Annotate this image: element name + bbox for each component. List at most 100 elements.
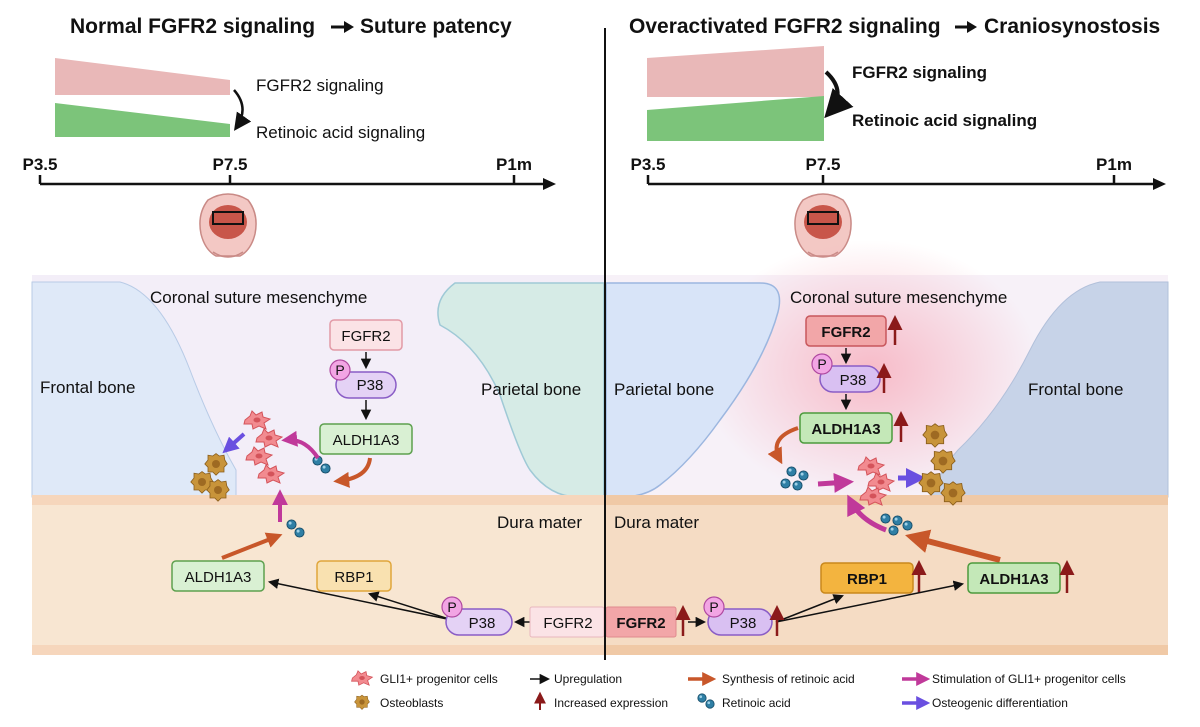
left-aldh1a3-box bbox=[319, 423, 413, 455]
left-title-arrow bbox=[331, 21, 354, 33]
left-p38-to-rbp1-arrow bbox=[367, 591, 453, 621]
left-mes-stimulation-arrow bbox=[281, 430, 320, 460]
right-dura-p38-box bbox=[707, 608, 773, 636]
right-parietal-bone-label: Parietal bone bbox=[614, 380, 714, 399]
right-fgfr2-label: FGFR2 bbox=[821, 324, 870, 341]
right-dura-label: Dura mater bbox=[614, 513, 699, 532]
right-fgfr2-box bbox=[805, 315, 887, 347]
left-fgfr2-signal-bar bbox=[55, 58, 230, 95]
right-parietal-bone-shape bbox=[605, 282, 781, 498]
left-dura-p38-label: P38 bbox=[469, 615, 496, 632]
left-dura-p38-box bbox=[445, 608, 513, 636]
right-mes-synthesis-arrow bbox=[767, 426, 799, 465]
left-parietal-bone-shape bbox=[437, 282, 605, 498]
right-mes-stimulation-arrow bbox=[817, 472, 854, 493]
right-p38-box bbox=[819, 365, 881, 393]
left-frontal-bone-label: Frontal bone bbox=[40, 378, 135, 397]
legend-gli1-icon bbox=[351, 670, 373, 686]
right-title-b: Craniosynostosis bbox=[984, 15, 1160, 38]
left-p38-label: P38 bbox=[357, 377, 384, 394]
right-dura-p-label: P bbox=[709, 599, 718, 615]
left-dura-aldh1a3-label: ALDH1A3 bbox=[185, 569, 252, 586]
left-dura-phospho-badge bbox=[441, 596, 463, 618]
right-bottom-band bbox=[606, 645, 1168, 655]
legend-increased-label: Increased expression bbox=[554, 696, 668, 710]
right-dura-aldh1a3-label: ALDH1A3 bbox=[979, 571, 1048, 588]
right-ra-signaling-label: Retinoic acid signaling bbox=[852, 111, 1037, 130]
legend: GLI1+ progenitor cells Osteoblasts Upreg… bbox=[351, 670, 1126, 710]
left-p38-box bbox=[335, 371, 397, 399]
left-ra-signaling-label: Retinoic acid signaling bbox=[256, 123, 425, 142]
right-rbp1-label: RBP1 bbox=[847, 571, 887, 588]
left-osteogenic-arrow bbox=[222, 432, 246, 454]
left-fgfr2-label: FGFR2 bbox=[341, 328, 390, 345]
left-dura-p-label: P bbox=[447, 599, 456, 615]
left-tick-p1m: P1m bbox=[496, 155, 532, 174]
left-p38-to-aldh-dura-arrow bbox=[267, 578, 453, 621]
legend-synthesis-label: Synthesis of retinoic acid bbox=[722, 672, 855, 686]
right-fgfr2-signaling-label: FGFR2 signaling bbox=[852, 63, 987, 82]
right-bone-edge-band bbox=[606, 495, 1168, 505]
left-mesenchyme-label: Coronal suture mesenchyme bbox=[150, 288, 367, 307]
legend-osteoblasts-label: Osteoblasts bbox=[380, 696, 443, 710]
right-mesenchyme-label: Coronal suture mesenchyme bbox=[790, 288, 1007, 307]
right-panel: Overactivated FGFR2 signaling Craniosyno… bbox=[605, 15, 1169, 655]
right-frontal-bone-label: Frontal bone bbox=[1028, 380, 1123, 399]
left-skull-icon bbox=[199, 193, 257, 258]
right-p38-to-rbp1-arrow bbox=[775, 594, 844, 623]
left-bottom-band bbox=[32, 645, 604, 655]
right-aldh1a3-box bbox=[799, 412, 893, 444]
right-timeline bbox=[646, 175, 1166, 190]
right-dura-fgfr2-label: FGFR2 bbox=[616, 615, 665, 632]
left-panel: Normal FGFR2 signaling Suture patency FG… bbox=[23, 15, 605, 655]
right-dura-p38-label: P38 bbox=[730, 615, 757, 632]
right-frontal-bone-shape bbox=[929, 281, 1169, 498]
left-parietal-bone-label: Parietal bone bbox=[481, 380, 581, 399]
right-dura-phospho-badge bbox=[703, 596, 725, 618]
left-fgfr2-signaling-label: FGFR2 signaling bbox=[256, 76, 384, 95]
left-aldh1a3-label: ALDH1A3 bbox=[333, 432, 400, 449]
right-skull-icon bbox=[794, 193, 852, 258]
left-rbp1-label: RBP1 bbox=[334, 569, 373, 586]
left-dura-fgfr2-label: FGFR2 bbox=[543, 615, 592, 632]
left-bone-edge-band bbox=[32, 495, 604, 505]
left-phospho-badge bbox=[329, 359, 351, 381]
right-tick-p1m: P1m bbox=[1096, 155, 1132, 174]
left-title-a: Normal FGFR2 signaling bbox=[70, 15, 315, 38]
left-fgfr2-box bbox=[329, 319, 403, 351]
right-dura-synthesis-arrow bbox=[905, 529, 1001, 563]
left-p-label: P bbox=[335, 362, 344, 378]
left-rbp1-box bbox=[316, 560, 392, 592]
legend-osteoblast-icon bbox=[354, 694, 370, 710]
right-title-arrow bbox=[955, 21, 977, 33]
left-mes-synthesis-arrow bbox=[333, 457, 372, 488]
right-p38-label: P38 bbox=[840, 372, 867, 389]
right-dura-aldh1a3-box bbox=[967, 562, 1061, 594]
left-frontal-bone-shape bbox=[31, 281, 237, 498]
right-tick-p3-5: P3.5 bbox=[631, 155, 666, 174]
right-fgfr2-signal-bar bbox=[647, 46, 824, 97]
right-title-a: Overactivated FGFR2 signaling bbox=[629, 15, 941, 38]
legend-gli1-label: GLI1+ progenitor cells bbox=[380, 672, 498, 686]
left-dura-synthesis-arrow bbox=[221, 532, 283, 560]
legend-osteogenic-label: Osteogenic differentiation bbox=[932, 696, 1068, 710]
left-tick-p3-5: P3.5 bbox=[23, 155, 58, 174]
right-ra-signal-bar bbox=[647, 96, 824, 141]
legend-stimulation-label: Stimulation of GLI1+ progenitor cells bbox=[932, 672, 1126, 686]
right-p-label: P bbox=[817, 356, 826, 372]
left-dura-label: Dura mater bbox=[497, 513, 582, 532]
left-ra-signal-bar bbox=[55, 103, 230, 137]
right-tick-p7-5: P7.5 bbox=[806, 155, 841, 174]
right-signal-curve-arrow bbox=[824, 70, 854, 119]
right-p38-to-aldh-dura-arrow bbox=[775, 580, 965, 623]
right-rbp1-box bbox=[820, 562, 914, 594]
left-title-b: Suture patency bbox=[360, 15, 512, 38]
right-dura-stimulation-arrow bbox=[847, 494, 887, 533]
legend-retinoic-icon bbox=[697, 693, 715, 709]
left-timeline bbox=[38, 175, 556, 190]
left-dura-aldh1a3-box bbox=[171, 560, 265, 592]
right-phospho-badge bbox=[811, 353, 833, 375]
legend-upregulation-label: Upregulation bbox=[554, 672, 622, 686]
right-aldh1a3-label: ALDH1A3 bbox=[811, 421, 880, 438]
